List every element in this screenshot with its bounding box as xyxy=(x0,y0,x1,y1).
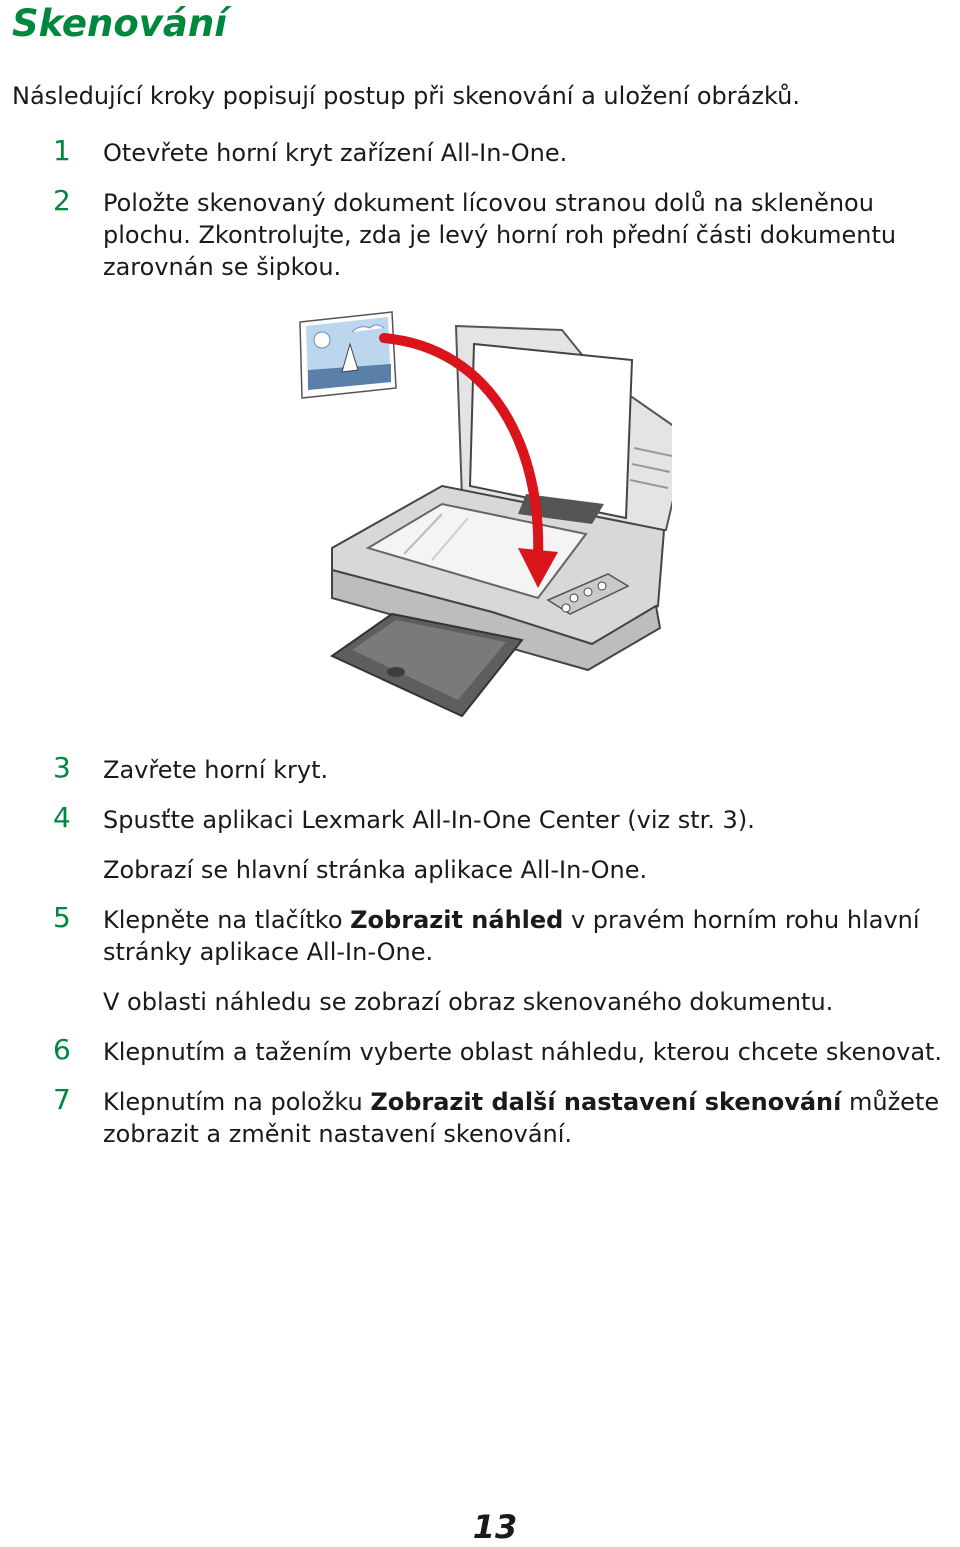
button-name-preview: Zobrazit náhled xyxy=(350,906,564,934)
page-title: Skenování xyxy=(12,2,227,45)
step-number: 3 xyxy=(53,751,71,784)
intro-paragraph: Následující kroky popisují postup při sk… xyxy=(12,82,800,110)
page-number: 13 xyxy=(472,1508,518,1546)
step-text: Otevřete horní kryt zařízení All-In-One. xyxy=(103,139,568,167)
step-number: 7 xyxy=(53,1083,71,1116)
step-text: Klepnutím na položku Zobrazit další nast… xyxy=(103,1088,940,1148)
step-number: 4 xyxy=(53,801,71,834)
step-text: Položte skenovaný dokument lícovou stran… xyxy=(103,189,897,281)
photo-document-icon xyxy=(299,311,397,399)
step-number: 6 xyxy=(53,1033,71,1066)
step-5-note: V oblasti náhledu se zobrazí obraz skeno… xyxy=(103,988,834,1016)
step-text: Klepněte na tlačítko Zobrazit náhled v p… xyxy=(103,906,920,966)
scanner-illustration xyxy=(292,308,690,720)
step-number: 1 xyxy=(53,134,71,167)
item-name-more-settings: Zobrazit další nastavení skenování xyxy=(370,1088,842,1116)
step-text: Spusťte aplikaci Lexmark All-In-One Cent… xyxy=(103,806,755,834)
step-text: Klepnutím a tažením vyberte oblast náhle… xyxy=(103,1038,943,1066)
step-text: Zavřete horní kryt. xyxy=(103,756,329,784)
step-number: 5 xyxy=(53,901,71,934)
step-4-note: Zobrazí se hlavní stránka aplikace All-I… xyxy=(103,856,648,884)
step-number: 2 xyxy=(53,184,71,217)
